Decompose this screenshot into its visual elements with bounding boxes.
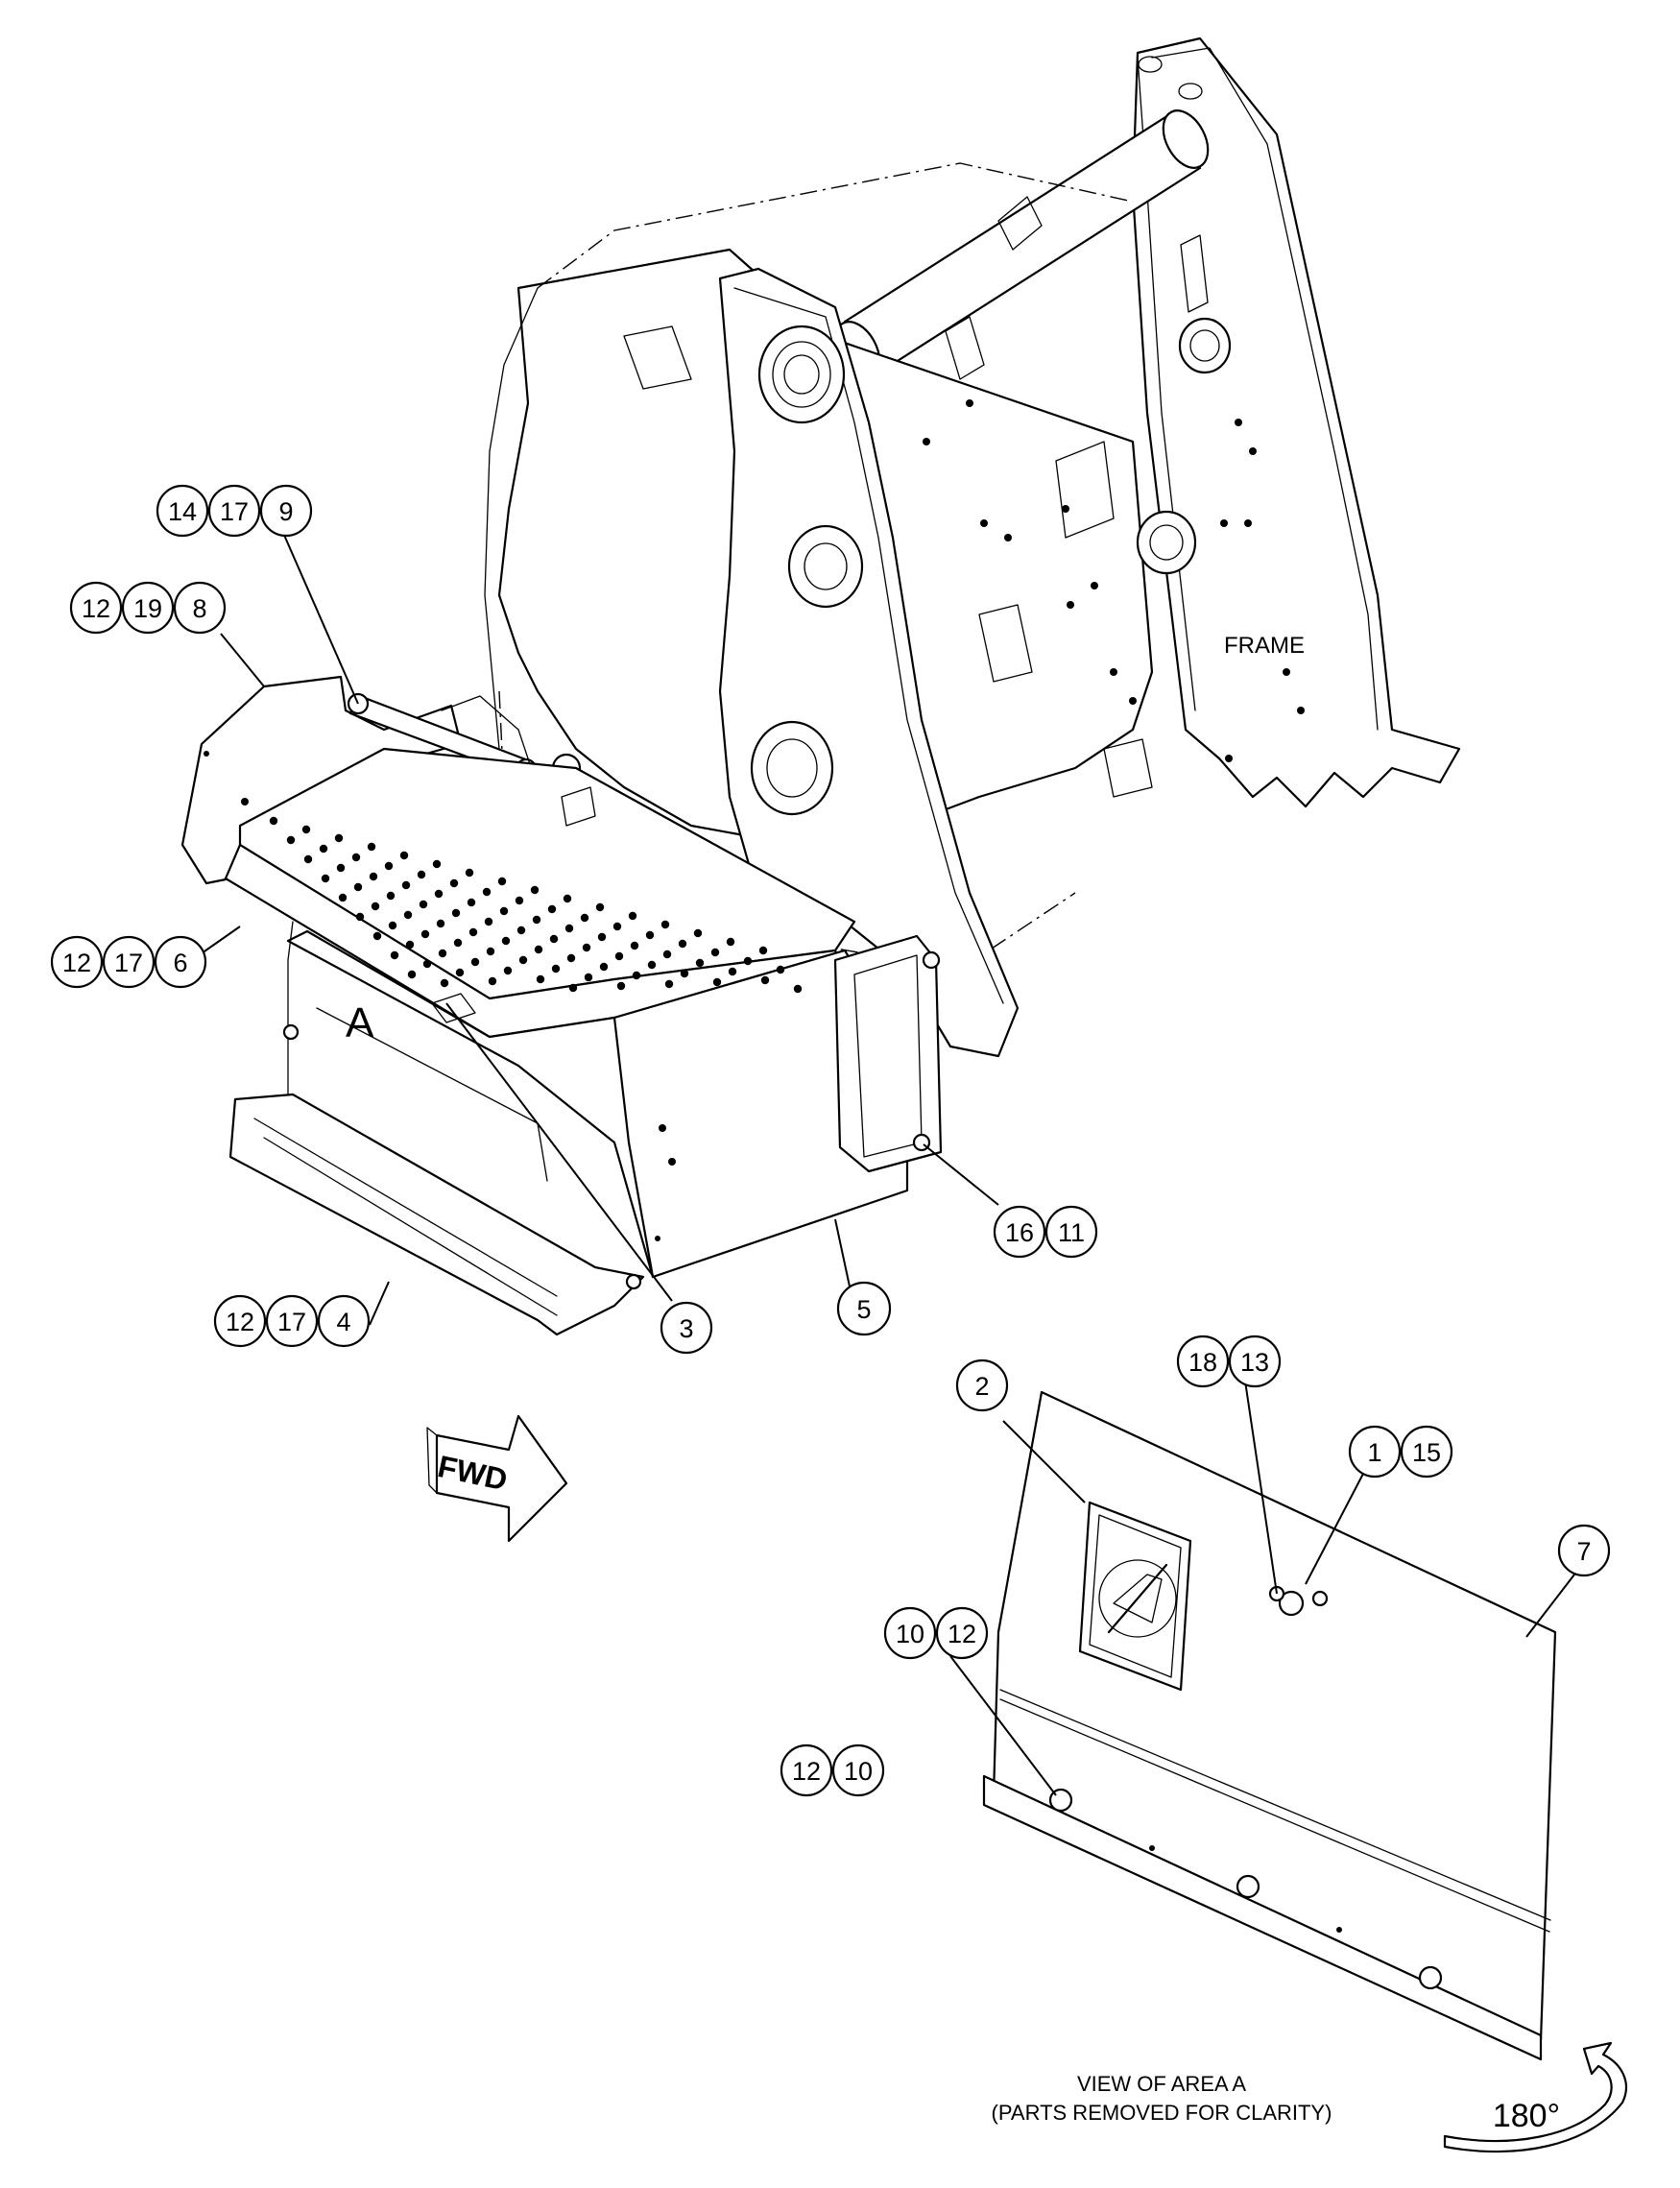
callout-g4-12: 12 [213, 1294, 267, 1348]
callout-g12-10: 10 [883, 1606, 937, 1660]
view-title-line1: VIEW OF AREA A [1077, 2072, 1246, 2096]
callout-number: 2 [974, 1372, 989, 1401]
callout-g1-17: 17 [207, 484, 261, 538]
callout-g10-15: 15 [1400, 1425, 1453, 1479]
callout-g3-6: 6 [154, 935, 207, 989]
callout-g2-12: 12 [69, 581, 123, 635]
callout-g3-17: 17 [102, 935, 156, 989]
callout-number: 5 [856, 1295, 871, 1324]
callout-number: 17 [114, 949, 143, 977]
callout-number: 9 [278, 497, 293, 526]
callout-g5-3: 3 [660, 1301, 713, 1355]
area-a-detail-view: VIEW OF AREA A (PARTS REMOVED FOR CLARIT… [982, 1390, 1627, 2153]
frame-assembly: FRAME [484, 36, 1461, 1058]
callout-number: 12 [948, 1620, 976, 1648]
rotation-label: 180° [1493, 2098, 1560, 2134]
callout-g10-1: 1 [1348, 1425, 1402, 1479]
callout-number: 1 [1367, 1438, 1381, 1467]
callout-number: 18 [1188, 1348, 1217, 1377]
callout-g7-11: 11 [1044, 1205, 1098, 1259]
leader-lines [191, 532, 1575, 1796]
callout-number: 4 [336, 1308, 350, 1336]
callout-g1-14: 14 [156, 484, 209, 538]
step-assembly: A [180, 675, 943, 1336]
callout-g7-16: 16 [993, 1205, 1046, 1259]
callout-number: 3 [679, 1314, 693, 1343]
callout-g4-4: 4 [317, 1294, 371, 1348]
callout-g8-2: 2 [955, 1358, 1009, 1412]
rotation-arrow [1443, 2041, 1627, 2153]
callout-number: 17 [277, 1308, 306, 1336]
callout-number: 12 [62, 949, 91, 977]
callout-number: 12 [792, 1757, 821, 1786]
callout-number: 8 [192, 594, 206, 623]
callout-g13-12: 12 [780, 1743, 833, 1797]
frame-label: FRAME [1224, 633, 1305, 659]
deck-perforations [269, 816, 803, 994]
callout-number: 13 [1240, 1348, 1269, 1377]
callout-number: 6 [173, 949, 187, 977]
callout-number: 7 [1576, 1537, 1591, 1566]
callout-g2-19: 19 [121, 581, 175, 635]
callout-g6-5: 5 [836, 1281, 892, 1336]
callout-number: 14 [168, 497, 197, 526]
callout-g12-12: 12 [935, 1606, 989, 1660]
callout-g2-8: 8 [173, 581, 227, 635]
callout-number: 10 [844, 1757, 873, 1786]
callout-number: 12 [82, 594, 110, 623]
callout-number: 16 [1005, 1218, 1034, 1247]
callout-number: 10 [896, 1620, 924, 1648]
callout-g13-10: 10 [831, 1743, 885, 1797]
area-a-label: A [346, 999, 374, 1046]
callout-number: 17 [220, 497, 249, 526]
callout-g4-17: 17 [265, 1294, 319, 1348]
callout-bubbles: 14 17 9 12 19 8 12 17 6 12 17 4 3 5 16 11 2 18 13 1 15 7 10 12 1… [50, 484, 1611, 1797]
callout-number: 19 [133, 594, 162, 623]
forward-arrow: FWD [426, 1414, 568, 1543]
callout-number: 11 [1058, 1218, 1085, 1247]
callout-number: 12 [226, 1308, 254, 1336]
view-title-line2: (PARTS REMOVED FOR CLARITY) [992, 2101, 1332, 2125]
callout-g9-13: 13 [1228, 1334, 1282, 1388]
callout-g9-18: 18 [1176, 1334, 1230, 1388]
callout-g11-7: 7 [1557, 1524, 1611, 1577]
callout-g3-12: 12 [50, 935, 104, 989]
callout-number: 15 [1412, 1438, 1441, 1467]
callout-g1-9: 9 [259, 484, 313, 538]
